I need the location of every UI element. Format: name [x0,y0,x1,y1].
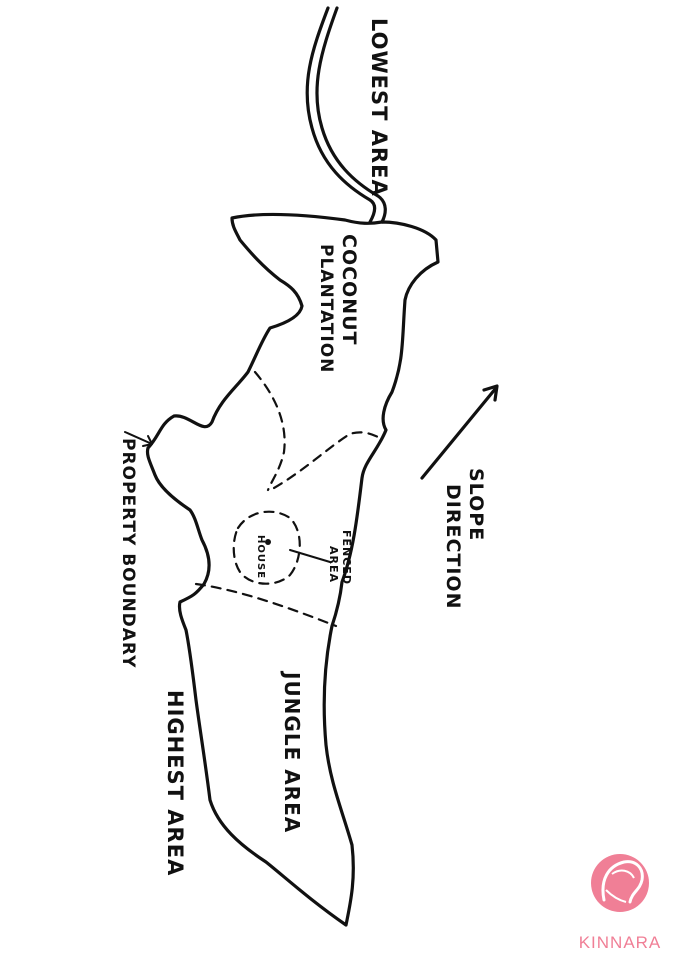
property-boundary-outline [145,212,440,927]
slope-arrow [420,384,499,480]
property-boundary-pointer [124,431,153,445]
slope-label: SLOPE [465,468,487,541]
kinnara-logo-icon [591,854,649,912]
plantation-zone-boundary [253,370,286,492]
property-boundary-pointer-head [142,435,153,447]
house-label: HOUSE [255,535,266,579]
jungle-area-label: JUNGLE AREA [280,670,304,833]
fenced-area-boundary [232,510,301,585]
plantation-zone-boundary-2 [272,431,382,490]
jungle-zone-boundary [194,582,338,628]
fenced-area-label: AREA [327,546,340,583]
fenced-label: FENCED [340,530,353,585]
direction-label: DIRECTION [442,484,464,609]
coconut-label: COCONUT [338,234,360,345]
highest-area-label: HIGHEST AREA [163,690,187,876]
property-boundary-label: PROPERTY BOUNDARY [118,438,138,668]
house-marker [265,539,271,545]
river [305,6,387,224]
kinnara-brand-name: KINNARA [579,933,662,952]
lowest-area-label: LOWEST AREA [367,18,391,197]
fenced-area-pointer [289,549,331,563]
plantation-label: PLANTATION [316,244,336,373]
